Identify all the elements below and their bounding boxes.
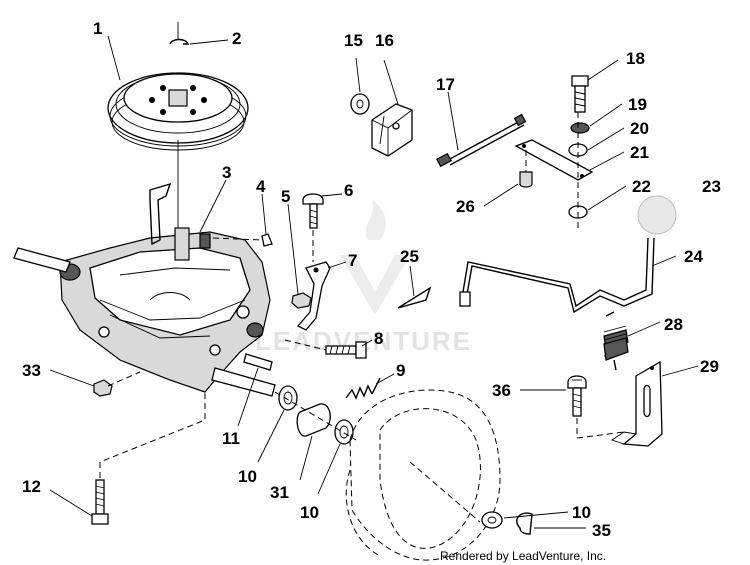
plate-21-part (514, 139, 594, 181)
callout-10-mid: 10 (300, 503, 319, 522)
callout-2: 2 (232, 29, 241, 48)
callout-19: 19 (628, 95, 647, 114)
callout-10-left: 10 (238, 467, 257, 486)
callout-18: 18 (626, 49, 645, 68)
callout-36: 36 (492, 381, 511, 400)
callout-33: 33 (22, 361, 41, 380)
bolt-12-axis (99, 392, 206, 478)
callout-16: 16 (375, 31, 394, 50)
spacer-26-part (519, 171, 533, 188)
lockwasher-19-part (570, 122, 590, 134)
tire-part (345, 389, 501, 561)
pin-25-part (397, 286, 432, 309)
washer-10a-part (278, 385, 298, 411)
key-11-part (243, 353, 273, 371)
screw-36-part (567, 375, 587, 417)
bracket-16-part (371, 103, 413, 157)
callout-9: 9 (396, 361, 405, 380)
screw-36-axis (576, 418, 625, 439)
nut-33-axis (107, 371, 141, 387)
callout-12: 12 (22, 477, 41, 496)
upper-bracket-part (149, 182, 172, 246)
callout-22: 22 (632, 177, 651, 196)
callout-26: 26 (456, 197, 475, 216)
transaxle-housing-part (59, 227, 271, 393)
leader-lines (49, 35, 699, 529)
nut-5-part (291, 292, 312, 309)
callout-5: 5 (281, 187, 290, 206)
bracket-29-part (610, 360, 663, 447)
rod-17-part (436, 113, 527, 168)
callout-24: 24 (684, 247, 703, 266)
bolt-12-part (91, 479, 109, 525)
bolt-8-axis (284, 339, 327, 351)
spring-9-part (345, 377, 381, 400)
pulley-part (107, 72, 249, 151)
callout-7: 7 (348, 251, 357, 270)
nut-33-part (93, 379, 113, 397)
bolt-8-part (325, 341, 367, 359)
watermark-logo (340, 200, 410, 315)
clip-35-part (516, 512, 533, 535)
spacer-31-part (296, 403, 331, 437)
callout-labels: 1 2 3 4 5 6 7 8 9 10 10 10 11 12 15 16 1… (22, 19, 721, 540)
bolt-18-part (571, 75, 589, 113)
callout-10-right: 10 (572, 503, 591, 522)
callout-3: 3 (222, 163, 231, 182)
callout-25: 25 (400, 247, 419, 266)
callout-21: 21 (630, 143, 649, 162)
washer-10b-part (334, 419, 354, 445)
bolt-6-part (302, 193, 324, 229)
callout-8: 8 (374, 329, 383, 348)
lever-rod-24-part (459, 237, 655, 314)
callout-1: 1 (93, 19, 102, 38)
callout-35: 35 (592, 521, 611, 540)
key-part (261, 233, 273, 247)
callout-6: 6 (344, 181, 353, 200)
axle-axis-right (274, 391, 357, 441)
callout-17: 17 (436, 75, 455, 94)
right-axle-part (211, 367, 276, 397)
callout-4: 4 (256, 177, 266, 196)
ball-knob-23-part (637, 195, 677, 235)
render-credit: Rendered by LeadVenture, Inc. (440, 549, 606, 563)
bracket-7-part (296, 261, 331, 331)
callout-29: 29 (700, 357, 719, 376)
callout-20: 20 (630, 119, 649, 138)
callout-15: 15 (344, 31, 363, 50)
key-dash (212, 237, 263, 241)
callout-31: 31 (270, 483, 289, 502)
callout-23: 23 (702, 177, 721, 196)
washer-10c-part (481, 511, 503, 529)
washer-15-part (350, 93, 370, 115)
left-axle-part (13, 247, 71, 273)
retaining-clip-part (169, 38, 189, 45)
callout-11: 11 (222, 429, 240, 448)
callout-28: 28 (664, 315, 683, 334)
spring-28-part (603, 311, 629, 371)
